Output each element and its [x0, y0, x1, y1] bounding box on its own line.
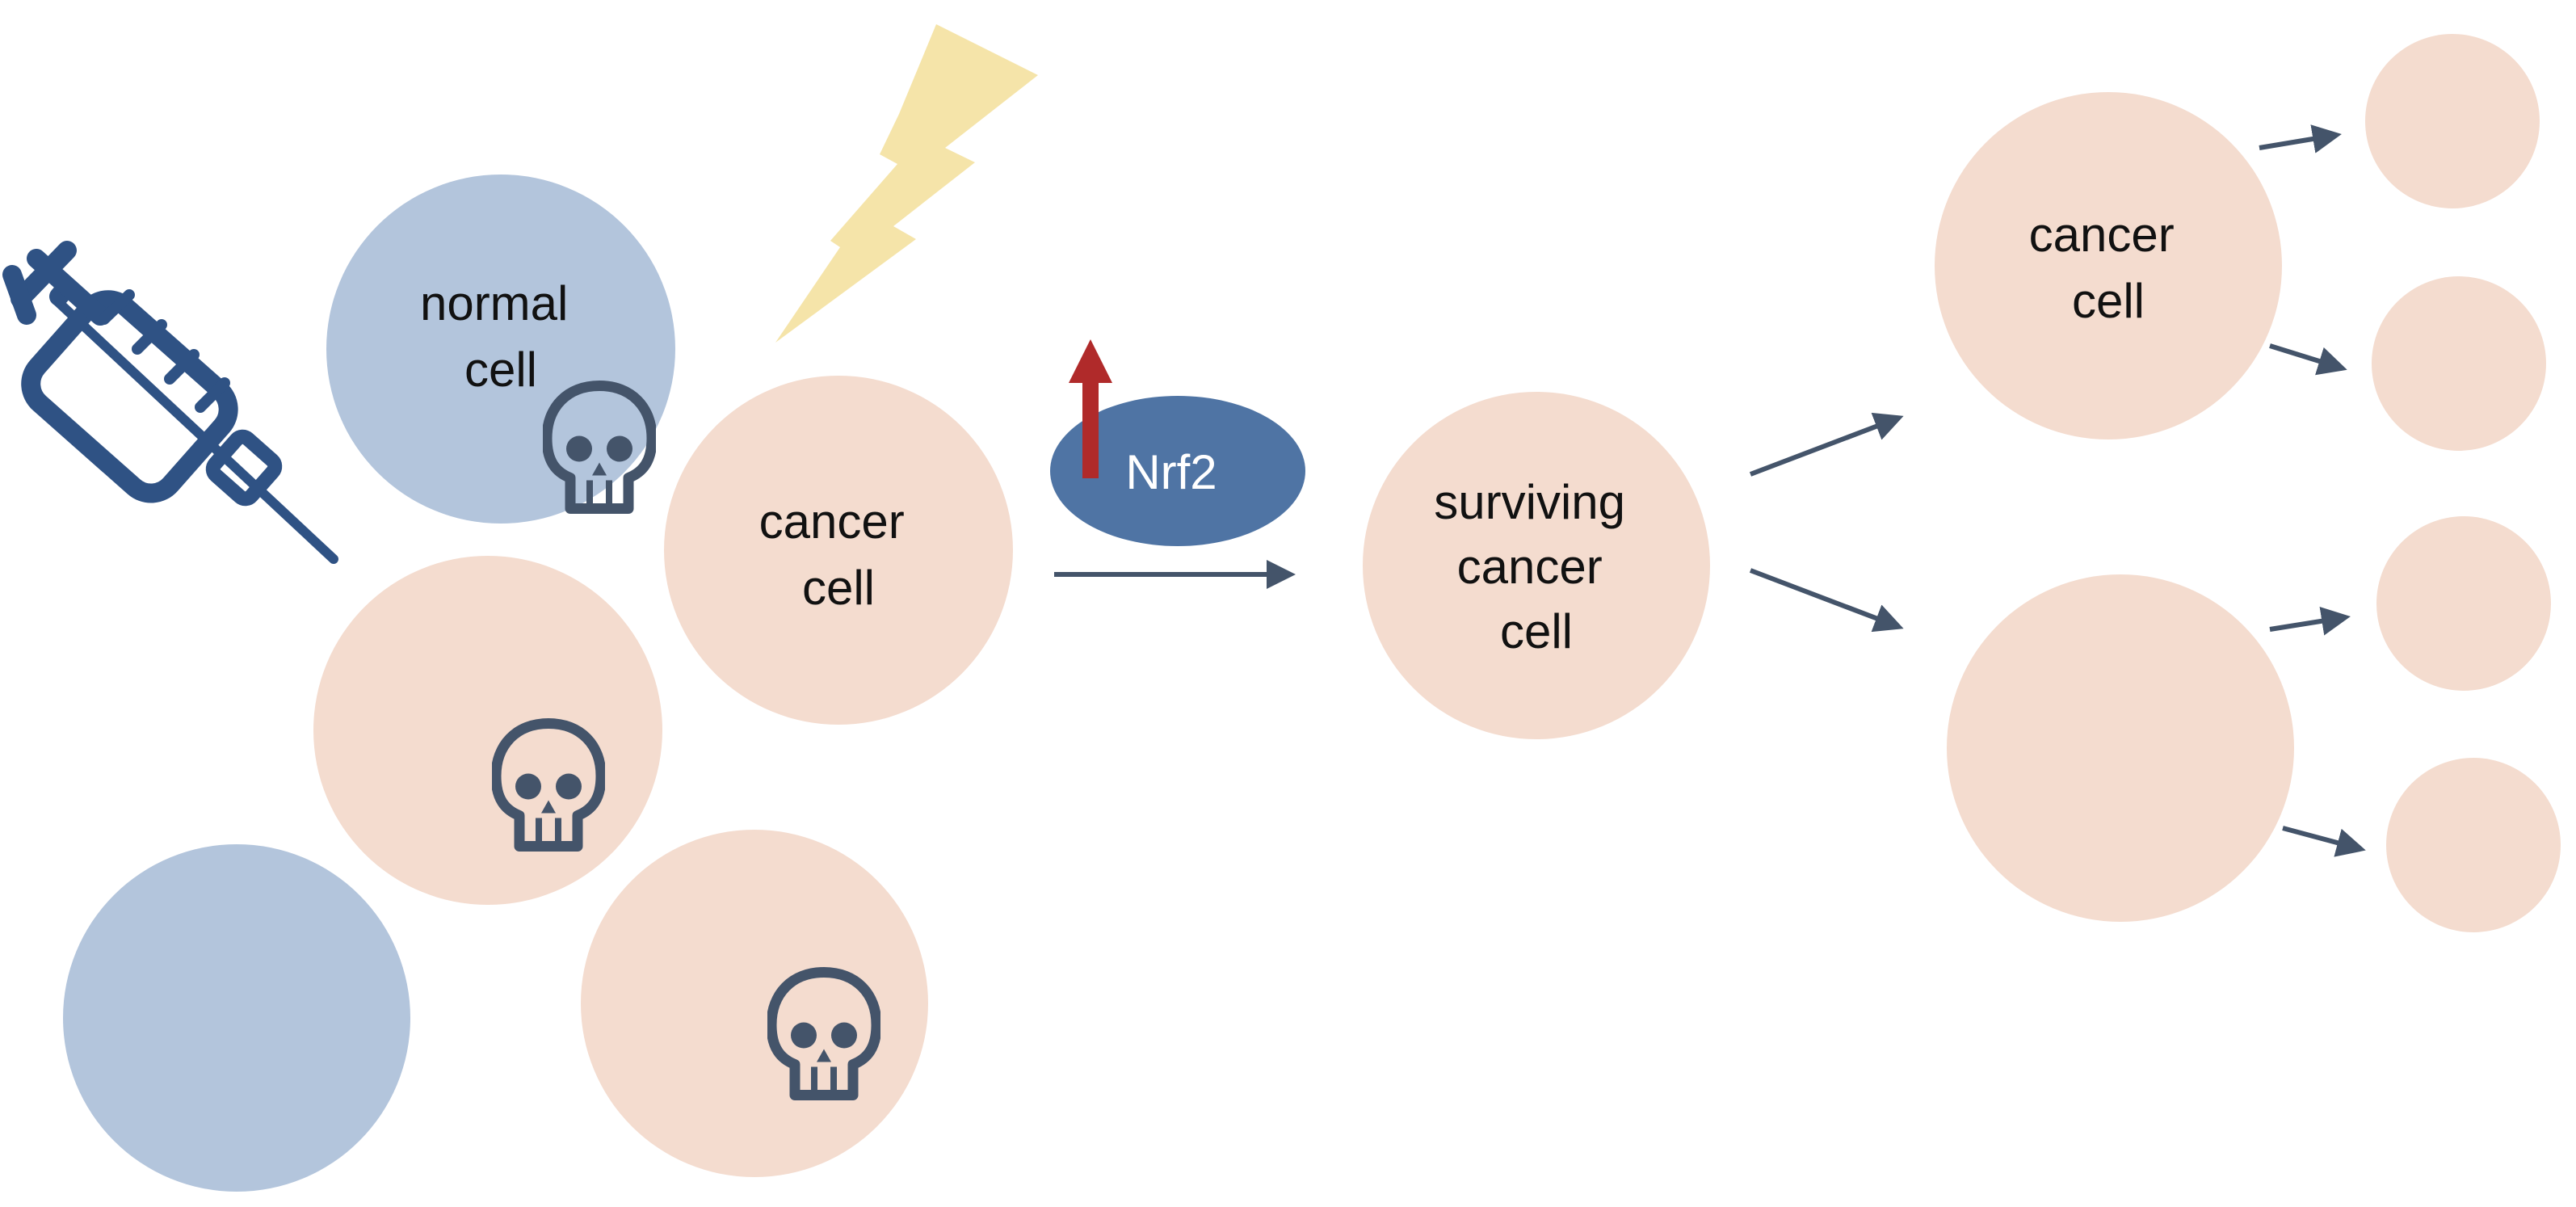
- progeny-cell-1: [2365, 34, 2540, 208]
- cancer-cell-killed-left: [313, 556, 662, 905]
- syringe-icon: [21, 290, 338, 564]
- normal-cell: [326, 175, 675, 524]
- arrow-to-progeny-3: [2269, 606, 2351, 636]
- progeny-cell-2: [2372, 276, 2546, 451]
- normal-cell-label: normal cell: [420, 276, 582, 397]
- syringe-plunger: [2, 241, 110, 326]
- daughter-cancer-cell-lower: [1947, 574, 2294, 922]
- daughter-cancer-cell: [1935, 92, 2282, 439]
- cancer-cell-label: cancer cell: [759, 494, 918, 615]
- cancer-cell: [664, 376, 1013, 725]
- lightning-bolt-icon: [775, 24, 1038, 343]
- nrf2-oval: [1050, 396, 1305, 546]
- arrow-to-progeny-1: [2259, 124, 2342, 154]
- progeny-cell-3: [2376, 516, 2551, 691]
- arrow-to-progeny-4: [2282, 826, 2366, 857]
- syringe-graduations: [99, 289, 283, 507]
- arrow-to-progeny-2: [2269, 343, 2347, 376]
- up-arrow-icon: [1069, 339, 1112, 478]
- nrf2-label: Nrf2: [1125, 445, 1217, 499]
- progeny-cell-4: [2386, 758, 2561, 932]
- surviving-cancer-cell-label: surviving cancer cell: [1434, 475, 1638, 658]
- normal-cell-bottom: [63, 844, 410, 1192]
- daughter-cancer-cell-label: cancer cell: [2029, 208, 2188, 328]
- surviving-cancer-cell: [1363, 392, 1710, 739]
- arrow-to-lower-cell: [1749, 568, 1904, 633]
- arrow-to-upper-cell: [1749, 412, 1904, 477]
